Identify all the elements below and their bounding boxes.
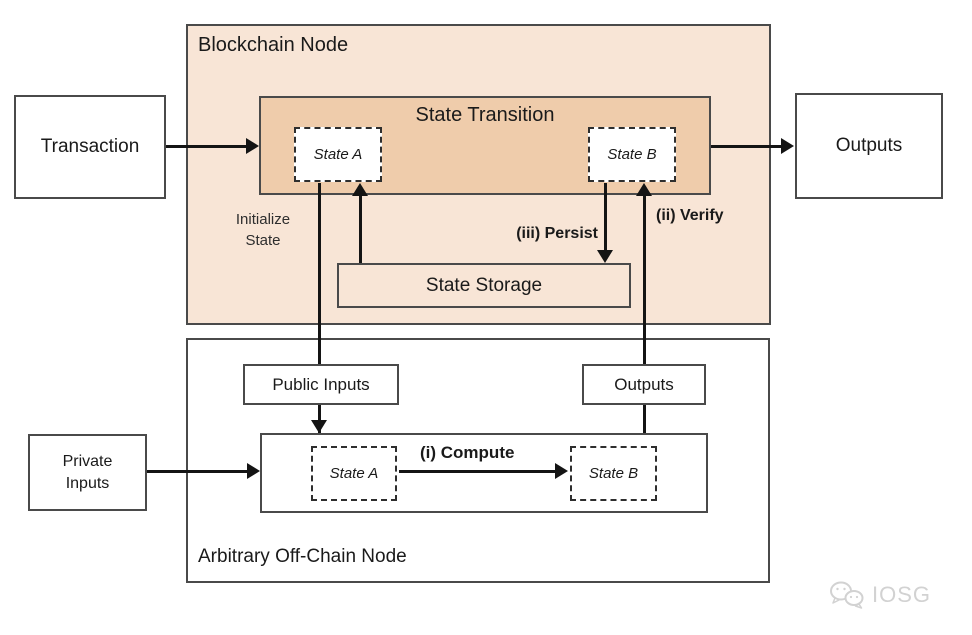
private-inputs-box: Private Inputs: [28, 434, 147, 511]
arrowhead-statea-up: [352, 183, 368, 196]
arrowhead-public-inputs-down: [311, 420, 327, 433]
private-inputs-label: Private Inputs: [62, 452, 113, 492]
arrow-statea-to-stateb-compute: [399, 470, 556, 473]
outputs-top-label: Outputs: [835, 135, 903, 156]
persist-label: (iii) Persist: [516, 225, 598, 242]
initialize-state-label: Initialize State: [235, 211, 291, 249]
blockchain-node-label: Blockchain Node: [198, 34, 349, 56]
state-b-offchain-label: State B: [588, 465, 639, 482]
state-b-onchain-box: State B: [588, 127, 676, 182]
wechat-bubbles-icon: [828, 580, 866, 610]
arrow-transition-to-outputs: [711, 145, 782, 148]
arrow-transaction-to-transition: [166, 145, 247, 148]
arrowhead-stateb-up: [636, 183, 652, 196]
line-stateb-to-storage: [604, 183, 607, 256]
arrowhead-stateb-right: [555, 463, 568, 479]
arrowhead-storage-down: [597, 250, 613, 263]
iosg-watermark-text: IOSG: [872, 582, 932, 607]
transaction-box: Transaction: [14, 95, 166, 199]
iosg-watermark: IOSG: [828, 580, 931, 610]
line-storage-to-statea: [359, 190, 362, 263]
state-b-onchain-label: State B: [607, 146, 657, 163]
verify-label: (ii) Verify: [656, 207, 724, 224]
compute-label: (i) Compute: [420, 443, 515, 462]
public-inputs-label: Public Inputs: [272, 374, 370, 394]
state-storage-label: State Storage: [425, 274, 543, 296]
public-inputs-box: Public Inputs: [243, 364, 399, 405]
state-a-onchain-label: State A: [313, 146, 363, 163]
state-a-offchain-box: State A: [311, 446, 397, 501]
outputs-box-offchain: Outputs: [582, 364, 706, 405]
outputs-offchain-label: Outputs: [614, 374, 674, 394]
arrow-private-to-compute: [147, 470, 248, 473]
offchain-node-label: Arbitrary Off-Chain Node: [198, 546, 407, 567]
line-statea-to-compute: [318, 183, 321, 433]
arrowhead-compute-right: [247, 463, 260, 479]
outputs-box-top: Outputs: [795, 93, 943, 199]
arrowhead-outputs-right: [781, 138, 794, 154]
arrowhead-transaction-right: [246, 138, 259, 154]
transaction-label: Transaction: [40, 136, 140, 157]
state-transition-label: State Transition: [415, 104, 555, 126]
state-b-offchain-box: State B: [570, 446, 657, 501]
state-storage-box: State Storage: [337, 263, 631, 308]
state-a-offchain-label: State A: [329, 465, 379, 482]
line-compute-to-stateb: [643, 190, 646, 433]
state-a-onchain-box: State A: [294, 127, 382, 182]
